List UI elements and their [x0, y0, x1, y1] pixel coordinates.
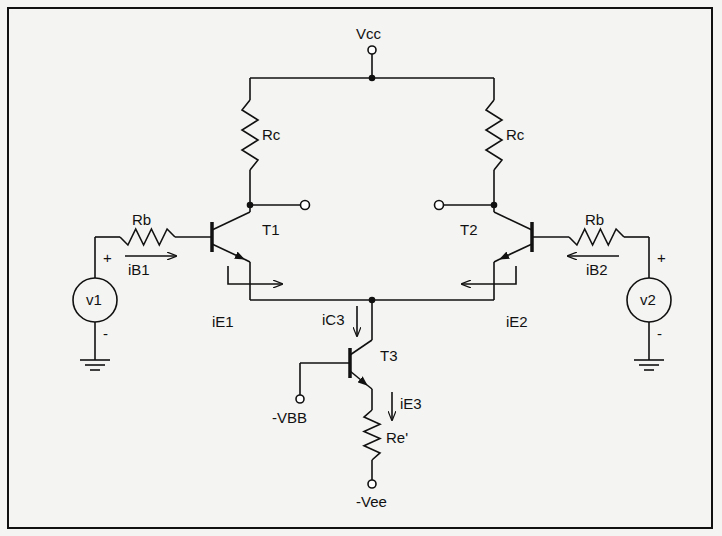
polarity-sign: -: [657, 326, 662, 343]
resistor-symbol: [120, 100, 624, 460]
component-label: Rb: [132, 212, 151, 229]
supply-label: Vcc: [356, 26, 381, 43]
supply-label: -VBB: [272, 410, 307, 427]
current-label: iE3: [400, 396, 422, 413]
polarity-sign: +: [657, 250, 666, 267]
transistor-label: T3: [380, 348, 398, 365]
component-label: Rb: [585, 212, 604, 229]
current-label: iB1: [128, 262, 150, 279]
frame: [8, 8, 712, 528]
component-label: Rc: [506, 127, 524, 144]
current-label: iB2: [586, 262, 608, 279]
polarity-sign: +: [103, 250, 112, 267]
resistor-symbol: [242, 100, 258, 170]
source-label: v2: [640, 292, 656, 309]
transistor-label: T2: [460, 222, 478, 239]
resistor-symbol: [120, 229, 175, 245]
source-label: v1: [86, 292, 102, 309]
current-label: iE2: [506, 314, 528, 331]
component-label: Re': [386, 430, 408, 447]
resistor-symbol: [569, 229, 624, 245]
current-label: iC3: [322, 312, 345, 329]
component-label: Rc: [262, 127, 280, 144]
supply-label: -Vee: [356, 494, 387, 511]
resistor-symbol: [486, 100, 502, 170]
resistor-symbol: [364, 410, 380, 460]
wires: [73, 46, 671, 488]
transistor-label: T1: [262, 222, 280, 239]
polarity-sign: -: [103, 326, 108, 343]
current-label: iE1: [212, 314, 234, 331]
